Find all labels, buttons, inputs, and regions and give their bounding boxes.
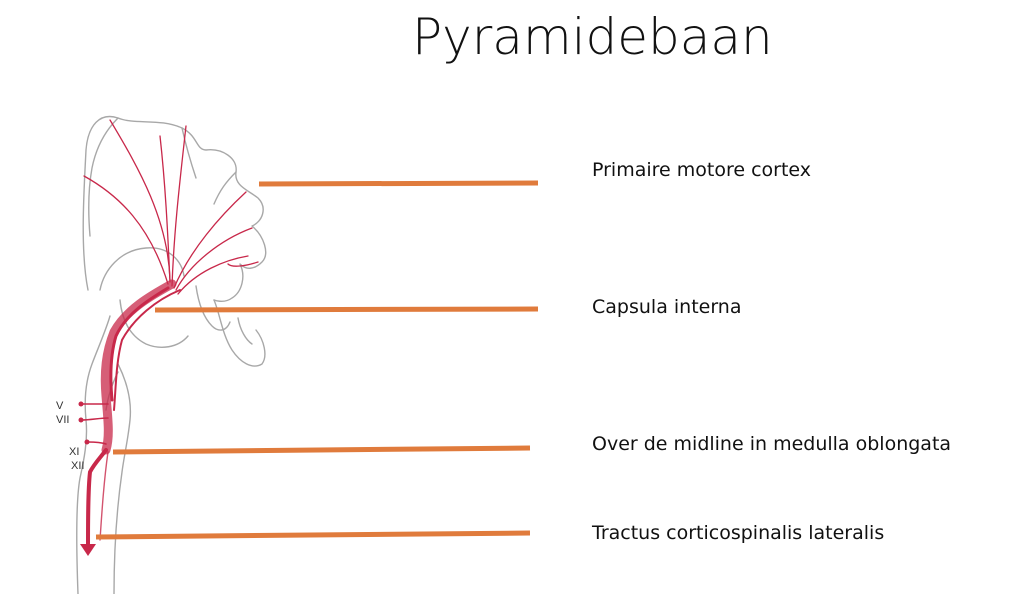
cranial-nerve-vii: VII: [56, 414, 69, 426]
pointer-line-capsule: [154, 306, 539, 313]
descending-tract: [81, 279, 181, 550]
pointer-line-cortex: [258, 180, 539, 187]
pointer-line-lateral-tract: [95, 530, 531, 540]
tract-arrowhead: [80, 544, 96, 556]
corticospinal-fibres: [83, 119, 259, 295]
cranial-nerve-v: V: [56, 400, 64, 412]
pointer-lines: [95, 180, 539, 540]
slide-title: Pyramidebaan: [412, 8, 773, 66]
cranial-nerve-xii: XII: [71, 460, 84, 472]
cranial-nerve-xi: XI: [69, 446, 79, 458]
label-primary-motor-cortex: Primaire motore cortex: [592, 159, 812, 181]
label-internal-capsule: Capsula interna: [592, 296, 742, 318]
pointer-line-medulla: [112, 445, 531, 455]
label-lateral-corticospinal-tract: Tractus corticospinalis lateralis: [592, 522, 885, 544]
cranial-nuclei: [78, 401, 90, 445]
label-medulla-decussation: Over de midline in medulla oblongata: [592, 433, 952, 455]
